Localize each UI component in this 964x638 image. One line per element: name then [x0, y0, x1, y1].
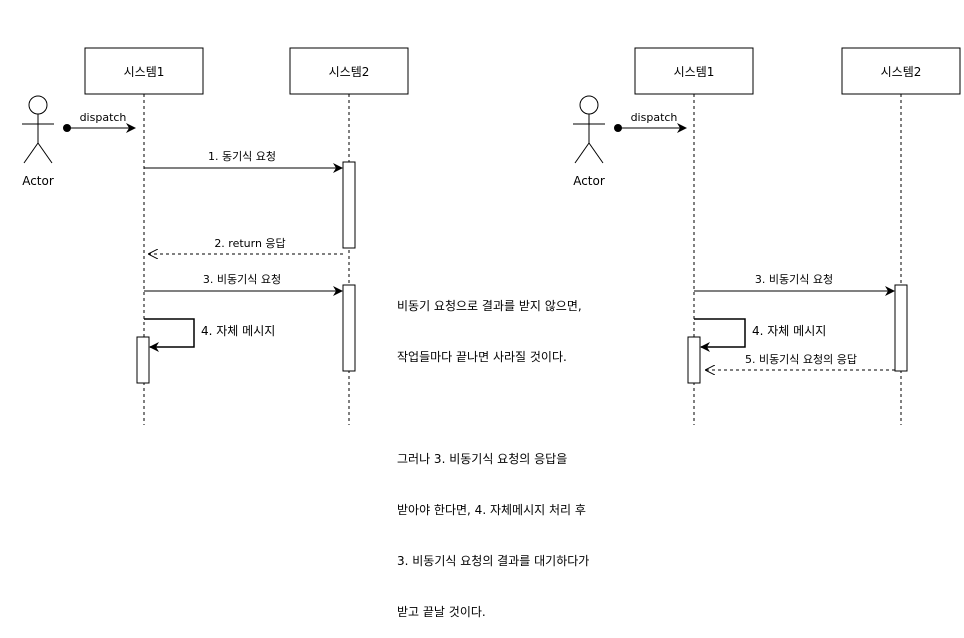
right-msg3-label: 3. 비동기식 요청	[755, 273, 833, 286]
explanation-note: 비동기 요청으로 결과를 받지 않으면, 작업들마다 끝나면 사라질 것이다. …	[397, 264, 589, 638]
left-dispatch-arrow[interactable]	[63, 123, 136, 133]
right-dispatch-arrow[interactable]	[614, 123, 687, 133]
left-dispatch-label: dispatch	[80, 111, 127, 124]
left-system2-activation-2	[342, 284, 356, 372]
right-msg5-label: 5. 비동기식 요청의 응답	[745, 353, 857, 366]
left-msg3-label: 3. 비동기식 요청	[203, 273, 281, 286]
left-system1-label: 시스템1	[124, 65, 165, 79]
note-line-3: 그러나 3. 비동기식 요청의 응답을	[397, 452, 568, 466]
left-actor-label: Actor	[22, 174, 54, 188]
note-line-2: 작업들마다 끝나면 사라질 것이다.	[397, 350, 567, 364]
right-actor-label: Actor	[573, 174, 605, 188]
right-system2-label: 시스템2	[881, 65, 922, 79]
right-system2-participant[interactable]: 시스템2	[841, 47, 961, 95]
right-diagram: 시스템1 시스템2 Actor dispatch 3. 비동기식 요청 4. 자…	[573, 47, 961, 425]
left-msg4-arrow[interactable]	[144, 318, 195, 352]
right-msg4-arrow[interactable]	[694, 318, 746, 352]
left-diagram: 시스템1 시스템2 Actor dispatch 1. 동기식	[22, 47, 409, 425]
right-system1-participant[interactable]: 시스템1	[634, 47, 754, 95]
note-line-6: 받고 끝날 것이다.	[397, 605, 486, 619]
right-system1-activation	[687, 336, 701, 384]
right-system2-activation	[894, 284, 908, 372]
left-system2-participant[interactable]: 시스템2	[289, 47, 409, 95]
right-actor[interactable]	[573, 95, 605, 164]
note-line-1: 비동기 요청으로 결과를 받지 않으면,	[397, 299, 582, 313]
left-actor[interactable]	[22, 95, 54, 164]
right-system1-label: 시스템1	[674, 65, 715, 79]
right-dispatch-label: dispatch	[631, 111, 678, 124]
sequence-diagram-canvas: 시스템1 시스템2 Actor dispatch 1. 동기식	[22, 47, 961, 425]
left-system2-label: 시스템2	[329, 65, 370, 79]
left-msg1-label: 1. 동기식 요청	[208, 150, 276, 163]
right-msg4-label: 4. 자체 메시지	[752, 324, 826, 338]
note-line-5: 3. 비동기식 요청의 결과를 대기하다가	[397, 554, 590, 568]
left-system1-activation	[136, 336, 150, 384]
note-line-4: 받아야 한다면, 4. 자체메시지 처리 후	[397, 503, 586, 517]
left-msg4-label: 4. 자체 메시지	[201, 324, 275, 338]
left-msg2-label: 2. return 응답	[214, 237, 285, 250]
left-system1-participant[interactable]: 시스템1	[84, 47, 204, 95]
left-system2-activation-1	[342, 161, 356, 249]
note-spacer	[397, 400, 589, 417]
